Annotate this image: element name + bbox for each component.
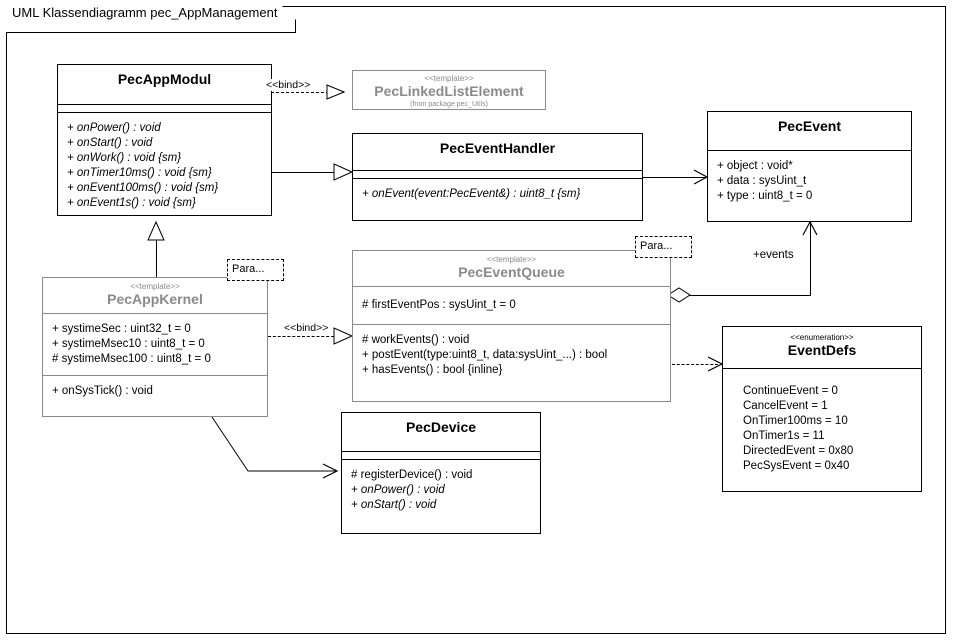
- connector-queue-to-eventdefs: [672, 364, 718, 365]
- class-box-pec-app-modul[interactable]: PecAppModul + onPower() : void + onStart…: [57, 64, 272, 216]
- class-literals-event-defs: ContinueEvent = 0 CancelEvent = 1 OnTime…: [723, 369, 921, 482]
- class-member: # workEvents() : void: [362, 334, 470, 346]
- class-name-pec-device: PecDevice: [405, 419, 477, 435]
- class-separator: [58, 104, 271, 105]
- class-name-pec-app-modul: PecAppModul: [117, 71, 212, 87]
- class-stereotype-template: <<template>>: [486, 255, 537, 264]
- class-header-pec-event-queue: <<template>> PecEventQueue: [353, 251, 670, 286]
- class-header-pec-linked-list-element: <<template>> PecLinkedListElement (from …: [353, 71, 545, 115]
- class-operations-pec-app-kernel: + onSysTick() : void: [43, 376, 267, 407]
- class-stereotype-template: <<template>>: [130, 282, 180, 291]
- class-separator: [353, 324, 670, 325]
- class-member: + data : sysUint_t: [717, 175, 807, 187]
- diagram-title-tab: [6, 6, 296, 33]
- class-attributes-pec-app-modul: [58, 105, 271, 112]
- class-stereotype-template: <<template>>: [424, 74, 474, 83]
- class-separator: [43, 375, 267, 376]
- class-member: + onPower() : void: [67, 122, 161, 134]
- class-member: ContinueEvent = 0: [743, 385, 838, 397]
- class-operations-pec-event-queue: # workEvents() : void + postEvent(type:u…: [353, 325, 670, 386]
- class-member: + onStart() : void: [351, 499, 437, 511]
- class-box-pec-app-kernel[interactable]: <<template>> PecAppKernel + systimeSec :…: [42, 277, 268, 417]
- class-member: + onEvent1s() : void {sm}: [67, 197, 196, 209]
- class-name-pec-event-queue: PecEventQueue: [458, 264, 565, 280]
- connector-label-events-role: +events: [752, 249, 795, 261]
- class-operations-pec-event-handler: + onEvent(event:PecEvent&) : uint8_t {sm…: [353, 179, 642, 210]
- class-box-pec-event-handler[interactable]: PecEventHandler + onEvent(event:PecEvent…: [352, 133, 643, 221]
- class-member: + postEvent(type:uint8_t, data:sysUint_.…: [362, 349, 608, 361]
- connector-kernel-to-modul: [156, 240, 157, 278]
- class-member: + onPower() : void: [351, 484, 445, 496]
- class-member: + onEvent(event:PecEvent&) : uint8_t {sm…: [362, 188, 581, 200]
- diagram-title: UML Klassendiagramm pec_AppManagement: [12, 5, 278, 20]
- class-header-pec-app-kernel: <<template>> PecAppKernel: [43, 278, 267, 313]
- class-box-pec-event[interactable]: PecEvent + object : void* + data : sysUi…: [707, 111, 912, 222]
- class-box-pec-event-queue[interactable]: <<template>> PecEventQueue # firstEventP…: [352, 250, 671, 402]
- class-separator: [58, 112, 271, 113]
- class-member: OnTimer1s = 11: [743, 430, 825, 442]
- class-name-pec-linked-list-element: PecLinkedListElement: [374, 83, 524, 99]
- class-member: # registerDevice() : void: [351, 469, 473, 481]
- class-member: + object : void*: [717, 160, 793, 172]
- class-operations-pec-app-modul: + onPower() : void + onStart() : void + …: [58, 113, 271, 219]
- connector-label-bind-kernel-queue: <<bind>>: [283, 322, 330, 334]
- class-separator: [723, 368, 921, 369]
- class-attributes-pec-device: [342, 452, 540, 459]
- class-member: + onEvent100ms() : void {sm}: [67, 182, 219, 194]
- class-attributes-pec-event-queue: # firstEventPos : sysUint_t = 0: [353, 287, 670, 324]
- class-separator: [353, 178, 642, 179]
- class-name-pec-event-handler: PecEventHandler: [439, 140, 556, 156]
- class-header-event-defs: <<enumeration>> EventDefs: [723, 327, 921, 368]
- class-separator: [708, 150, 911, 151]
- class-member: + onTimer10ms() : void {sm}: [67, 167, 212, 179]
- class-member: OnTimer100ms = 10: [743, 415, 848, 427]
- class-member: + onStart() : void: [67, 137, 153, 149]
- class-member: # systimeMsec100 : uint8_t = 0: [52, 353, 211, 365]
- connector-bind-kernel-queue: [268, 336, 334, 337]
- connector-eventhandler-to-event: [643, 177, 706, 178]
- class-separator: [43, 313, 267, 314]
- class-member: + onSysTick() : void: [52, 385, 153, 397]
- connector-queue-aggregation-h: [679, 295, 810, 296]
- class-member: DirectedEvent = 0x80: [743, 445, 854, 457]
- template-parameter-box-queue: Para...: [635, 236, 692, 258]
- class-attributes-pec-app-kernel: + systimeSec : uint32_t = 0 + systimeMse…: [43, 314, 267, 375]
- class-attributes-pec-event-handler: [353, 171, 642, 178]
- class-separator: [353, 286, 670, 287]
- class-name-pec-app-kernel: PecAppKernel: [107, 291, 203, 307]
- class-attributes-pec-event: + object : void* + data : sysUint_t + ty…: [708, 151, 911, 212]
- class-box-event-defs[interactable]: <<enumeration>> EventDefs ContinueEvent …: [722, 326, 922, 492]
- class-member: PecSysEvent = 0x40: [743, 460, 850, 472]
- class-member: + systimeSec : uint32_t = 0: [52, 323, 191, 335]
- class-box-pec-device[interactable]: PecDevice # registerDevice() : void + on…: [341, 412, 541, 534]
- connector-bind-modul-list: [271, 92, 344, 93]
- class-stereotype-enumeration: <<enumeration>>: [790, 333, 854, 342]
- connector-label-bind-modul-list: <<bind>>: [265, 79, 312, 91]
- connector-modul-to-eventhandler: [271, 172, 334, 173]
- class-operations-pec-device: # registerDevice() : void + onPower() : …: [342, 460, 540, 521]
- template-parameter-box-kernel: Para...: [227, 259, 284, 281]
- class-package-note: (from package pec_Utils): [410, 101, 488, 108]
- class-member: # firstEventPos : sysUint_t = 0: [362, 299, 516, 311]
- class-name-event-defs: EventDefs: [787, 342, 857, 358]
- class-member: + hasEvents() : bool {inline}: [362, 364, 503, 376]
- class-member: + onWork() : void {sm}: [67, 152, 182, 164]
- class-header-pec-device: PecDevice: [342, 413, 540, 451]
- class-member: CancelEvent = 1: [743, 400, 828, 412]
- class-box-pec-linked-list-element[interactable]: <<template>> PecLinkedListElement (from …: [352, 70, 546, 110]
- class-header-pec-event: PecEvent: [708, 112, 911, 150]
- class-header-pec-app-modul: PecAppModul: [58, 65, 271, 104]
- class-header-pec-event-handler: PecEventHandler: [353, 134, 642, 170]
- class-member: + systimeMsec10 : uint8_t = 0: [52, 338, 205, 350]
- class-separator: [342, 451, 540, 452]
- class-separator: [342, 459, 540, 460]
- class-separator: [353, 170, 642, 171]
- connector-queue-aggregation-v: [810, 222, 811, 296]
- class-member: + type : uint8_t = 0: [717, 190, 813, 202]
- class-name-pec-event: PecEvent: [777, 118, 842, 134]
